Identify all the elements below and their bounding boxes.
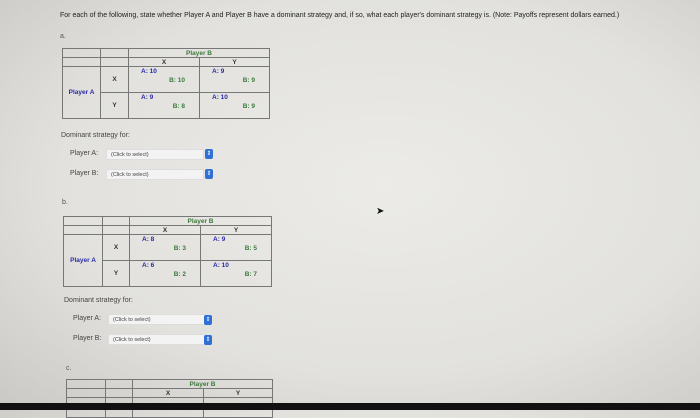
col-x-header: X bbox=[129, 225, 201, 235]
stepper-arrows-icon[interactable]: ⇕ bbox=[204, 315, 212, 325]
payoff-a: A: 10 bbox=[212, 94, 228, 101]
col-y-header: Y bbox=[203, 388, 273, 398]
player-b-select[interactable]: (Click to select) bbox=[108, 334, 206, 345]
payoff-b: B: 9 bbox=[242, 103, 255, 110]
payoff-b: B: 9 bbox=[242, 77, 255, 84]
payoff-b: B: 5 bbox=[244, 245, 257, 252]
col-y-header: Y bbox=[199, 57, 270, 67]
player-b-header: Player B bbox=[129, 216, 272, 226]
part-a-label: a. bbox=[60, 33, 66, 40]
player-a-header: Player A bbox=[63, 234, 103, 287]
payoff-cell: A: 9 B: 9 bbox=[199, 66, 270, 93]
payoff-a: A: 9 bbox=[213, 236, 226, 243]
payoff-cell: A: 10 B: 9 bbox=[199, 92, 270, 119]
payoff-b: B: 10 bbox=[169, 77, 185, 84]
payoff-a: A: 9 bbox=[141, 94, 154, 101]
payoff-a: A: 8 bbox=[142, 236, 155, 243]
payoff-cell: A: 8 B: 3 bbox=[129, 234, 201, 261]
stepper-arrows-icon[interactable]: ⇕ bbox=[205, 149, 213, 159]
row-x-header: X bbox=[102, 234, 130, 261]
payoff-a: A: 6 bbox=[142, 262, 155, 269]
part-b-label: b. bbox=[62, 199, 68, 206]
player-a-label: Player A: bbox=[73, 315, 102, 322]
stepper-arrows-icon[interactable]: ⇕ bbox=[204, 335, 212, 345]
dominant-label: Dominant strategy for: bbox=[61, 132, 130, 139]
player-b-label: Player B: bbox=[70, 170, 99, 177]
payoff-a: A: 9 bbox=[212, 68, 225, 75]
row-y-header: Y bbox=[102, 260, 130, 287]
payoff-cell: A: 10 B: 7 bbox=[200, 260, 272, 287]
col-x-header: X bbox=[132, 388, 204, 398]
player-b-header: Player B bbox=[132, 379, 273, 389]
player-b-header: Player B bbox=[128, 48, 270, 58]
payoff-b: B: 2 bbox=[173, 271, 186, 278]
payoff-a: A: 10 bbox=[141, 68, 157, 75]
player-a-select[interactable]: (Click to select) bbox=[108, 314, 206, 325]
player-a-select[interactable]: (Click to select) bbox=[106, 149, 204, 160]
screen-bezel bbox=[0, 403, 700, 410]
payoff-b: B: 8 bbox=[172, 103, 185, 110]
stepper-arrows-icon[interactable]: ⇕ bbox=[205, 169, 213, 179]
col-y-header: Y bbox=[200, 225, 272, 235]
mouse-pointer-icon: ➤ bbox=[376, 206, 385, 217]
part-c-label: c. bbox=[66, 365, 72, 372]
player-a-header: Player A bbox=[62, 66, 101, 119]
dominant-label: Dominant strategy for: bbox=[64, 297, 133, 304]
player-b-label: Player B: bbox=[73, 335, 102, 342]
payoff-a: A: 10 bbox=[213, 262, 229, 269]
row-x-header: X bbox=[100, 66, 129, 93]
player-a-label: Player A: bbox=[70, 150, 99, 157]
row-y-header: Y bbox=[100, 92, 129, 119]
question-text: For each of the following, state whether… bbox=[60, 12, 620, 19]
payoff-b: B: 3 bbox=[173, 245, 186, 252]
payoff-cell: A: 6 B: 2 bbox=[129, 260, 201, 287]
payoff-cell: A: 9 B: 5 bbox=[200, 234, 272, 261]
payoff-cell: A: 10 B: 10 bbox=[128, 66, 200, 93]
player-b-select[interactable]: (Click to select) bbox=[106, 169, 204, 180]
col-x-header: X bbox=[128, 57, 200, 67]
payoff-cell: A: 9 B: 8 bbox=[128, 92, 200, 119]
payoff-b: B: 7 bbox=[244, 271, 257, 278]
